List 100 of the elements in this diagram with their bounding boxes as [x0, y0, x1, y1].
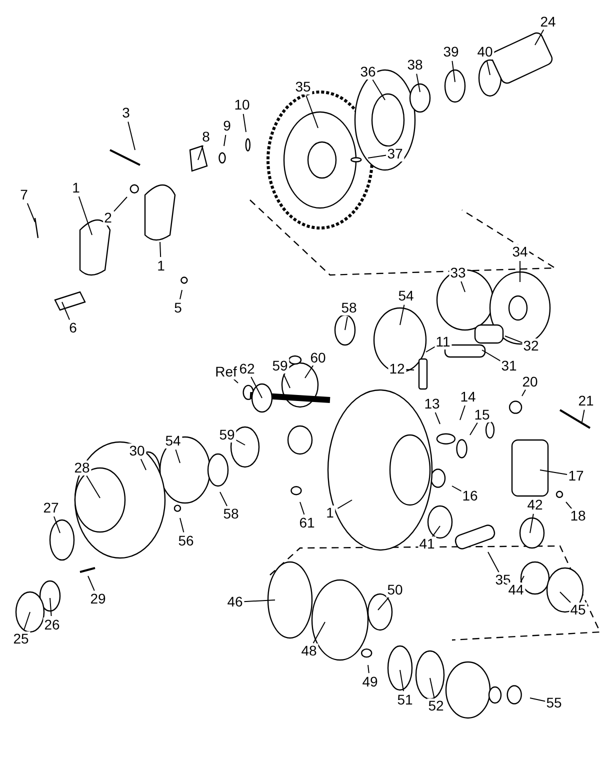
leader-line	[242, 113, 246, 132]
leader-line	[306, 95, 318, 128]
callout-number: 62	[238, 362, 256, 376]
callout-number: 2	[103, 210, 113, 226]
callout-number: 51	[396, 692, 414, 708]
leader-line	[300, 502, 305, 515]
leader-line	[482, 350, 502, 362]
callout-number: 21	[577, 394, 595, 408]
leader-line	[582, 409, 585, 422]
leader-line	[312, 622, 326, 644]
callout-number: 12	[388, 362, 406, 376]
leader-line	[534, 29, 544, 46]
callout-number: 44	[507, 582, 525, 598]
callout-number: 28	[73, 460, 91, 476]
callout-number: 17	[567, 468, 585, 484]
callout-number: 31	[500, 358, 518, 374]
callout-number: 13	[423, 396, 441, 412]
leader-line	[128, 121, 136, 150]
callout-number: 55	[545, 696, 563, 710]
leader-line	[198, 145, 204, 160]
leader-line	[368, 154, 387, 158]
leader-line	[470, 422, 478, 436]
leader-line	[88, 576, 95, 592]
callout-number: 8	[201, 130, 211, 144]
leader-line	[54, 516, 60, 534]
callout-number: 16	[461, 488, 479, 504]
leader-line	[486, 60, 490, 76]
callout-number: 1	[156, 258, 166, 274]
leader-line	[400, 304, 405, 326]
leader-line	[283, 374, 290, 388]
callout-number: 6	[68, 320, 78, 336]
callout-number: 34	[511, 244, 529, 260]
leader-line	[530, 513, 534, 534]
callout-number: 42	[526, 498, 544, 512]
leader-line	[504, 336, 524, 344]
leader-line	[460, 280, 466, 292]
leader-line	[452, 60, 456, 82]
leader-line	[86, 475, 100, 498]
callout-number: 33	[449, 266, 467, 280]
leader-line	[416, 73, 420, 92]
callout-number: Ref	[214, 364, 238, 380]
leader-line	[23, 612, 30, 631]
leader-line	[430, 678, 435, 698]
callout-number: 54	[164, 434, 182, 448]
callout-number: 30	[128, 444, 146, 458]
callout-number: 56	[177, 534, 195, 548]
leader-line	[400, 670, 404, 692]
leader-line	[220, 492, 228, 506]
callout-number: 59	[218, 428, 236, 442]
callout-number: 54	[397, 288, 415, 304]
leader-line	[426, 346, 436, 352]
leader-line	[530, 698, 546, 702]
leader-line	[344, 316, 348, 330]
leader-line	[372, 79, 386, 100]
callout-number: 58	[222, 506, 240, 522]
callout-number: 59	[271, 358, 289, 374]
leader-line	[368, 664, 370, 674]
callout-number: 25	[12, 632, 30, 646]
leader-line	[160, 242, 162, 258]
leader-line	[337, 500, 352, 509]
callout-number: 9	[222, 118, 232, 134]
callout-number: 39	[442, 44, 460, 60]
callout-number: 38	[406, 58, 424, 72]
leader-line	[180, 290, 182, 300]
leader-line	[540, 470, 568, 475]
callout-number: 41	[418, 536, 436, 552]
callout-number: 14	[459, 390, 477, 404]
callout-number: 5	[173, 300, 183, 316]
callout-number: 3	[121, 106, 131, 120]
leader-line	[520, 576, 524, 583]
leader-line	[522, 389, 526, 396]
callout-number: 35	[294, 80, 312, 94]
leader-line	[62, 302, 70, 320]
callout-number: 27	[42, 500, 60, 516]
callout-number: 24	[539, 14, 557, 30]
callout-number: 1	[325, 506, 335, 520]
callout-number: 29	[89, 592, 107, 606]
callout-number: 37	[386, 146, 404, 162]
leader-line	[114, 196, 128, 212]
callout-number: 32	[522, 338, 540, 354]
callout-number: 1	[71, 180, 81, 196]
leader-line	[304, 365, 314, 378]
leader-line	[224, 134, 226, 146]
leader-line	[50, 598, 52, 616]
leader-line	[175, 449, 180, 464]
callout-number: 40	[476, 44, 494, 60]
callout-number: 50	[386, 582, 404, 598]
leader-line	[26, 202, 36, 222]
leader-line	[78, 196, 92, 236]
callout-number: 26	[43, 618, 61, 632]
leader-line	[140, 458, 146, 470]
callout-number: 36	[359, 64, 377, 80]
leader-line	[460, 405, 466, 420]
callout-number: 48	[300, 644, 318, 658]
callout-number: 11	[434, 334, 452, 350]
callout-number: 58	[340, 300, 358, 316]
leader-line	[566, 502, 573, 510]
leader-line	[406, 369, 414, 370]
callout-number: 7	[19, 188, 29, 202]
leader-line	[250, 376, 262, 398]
